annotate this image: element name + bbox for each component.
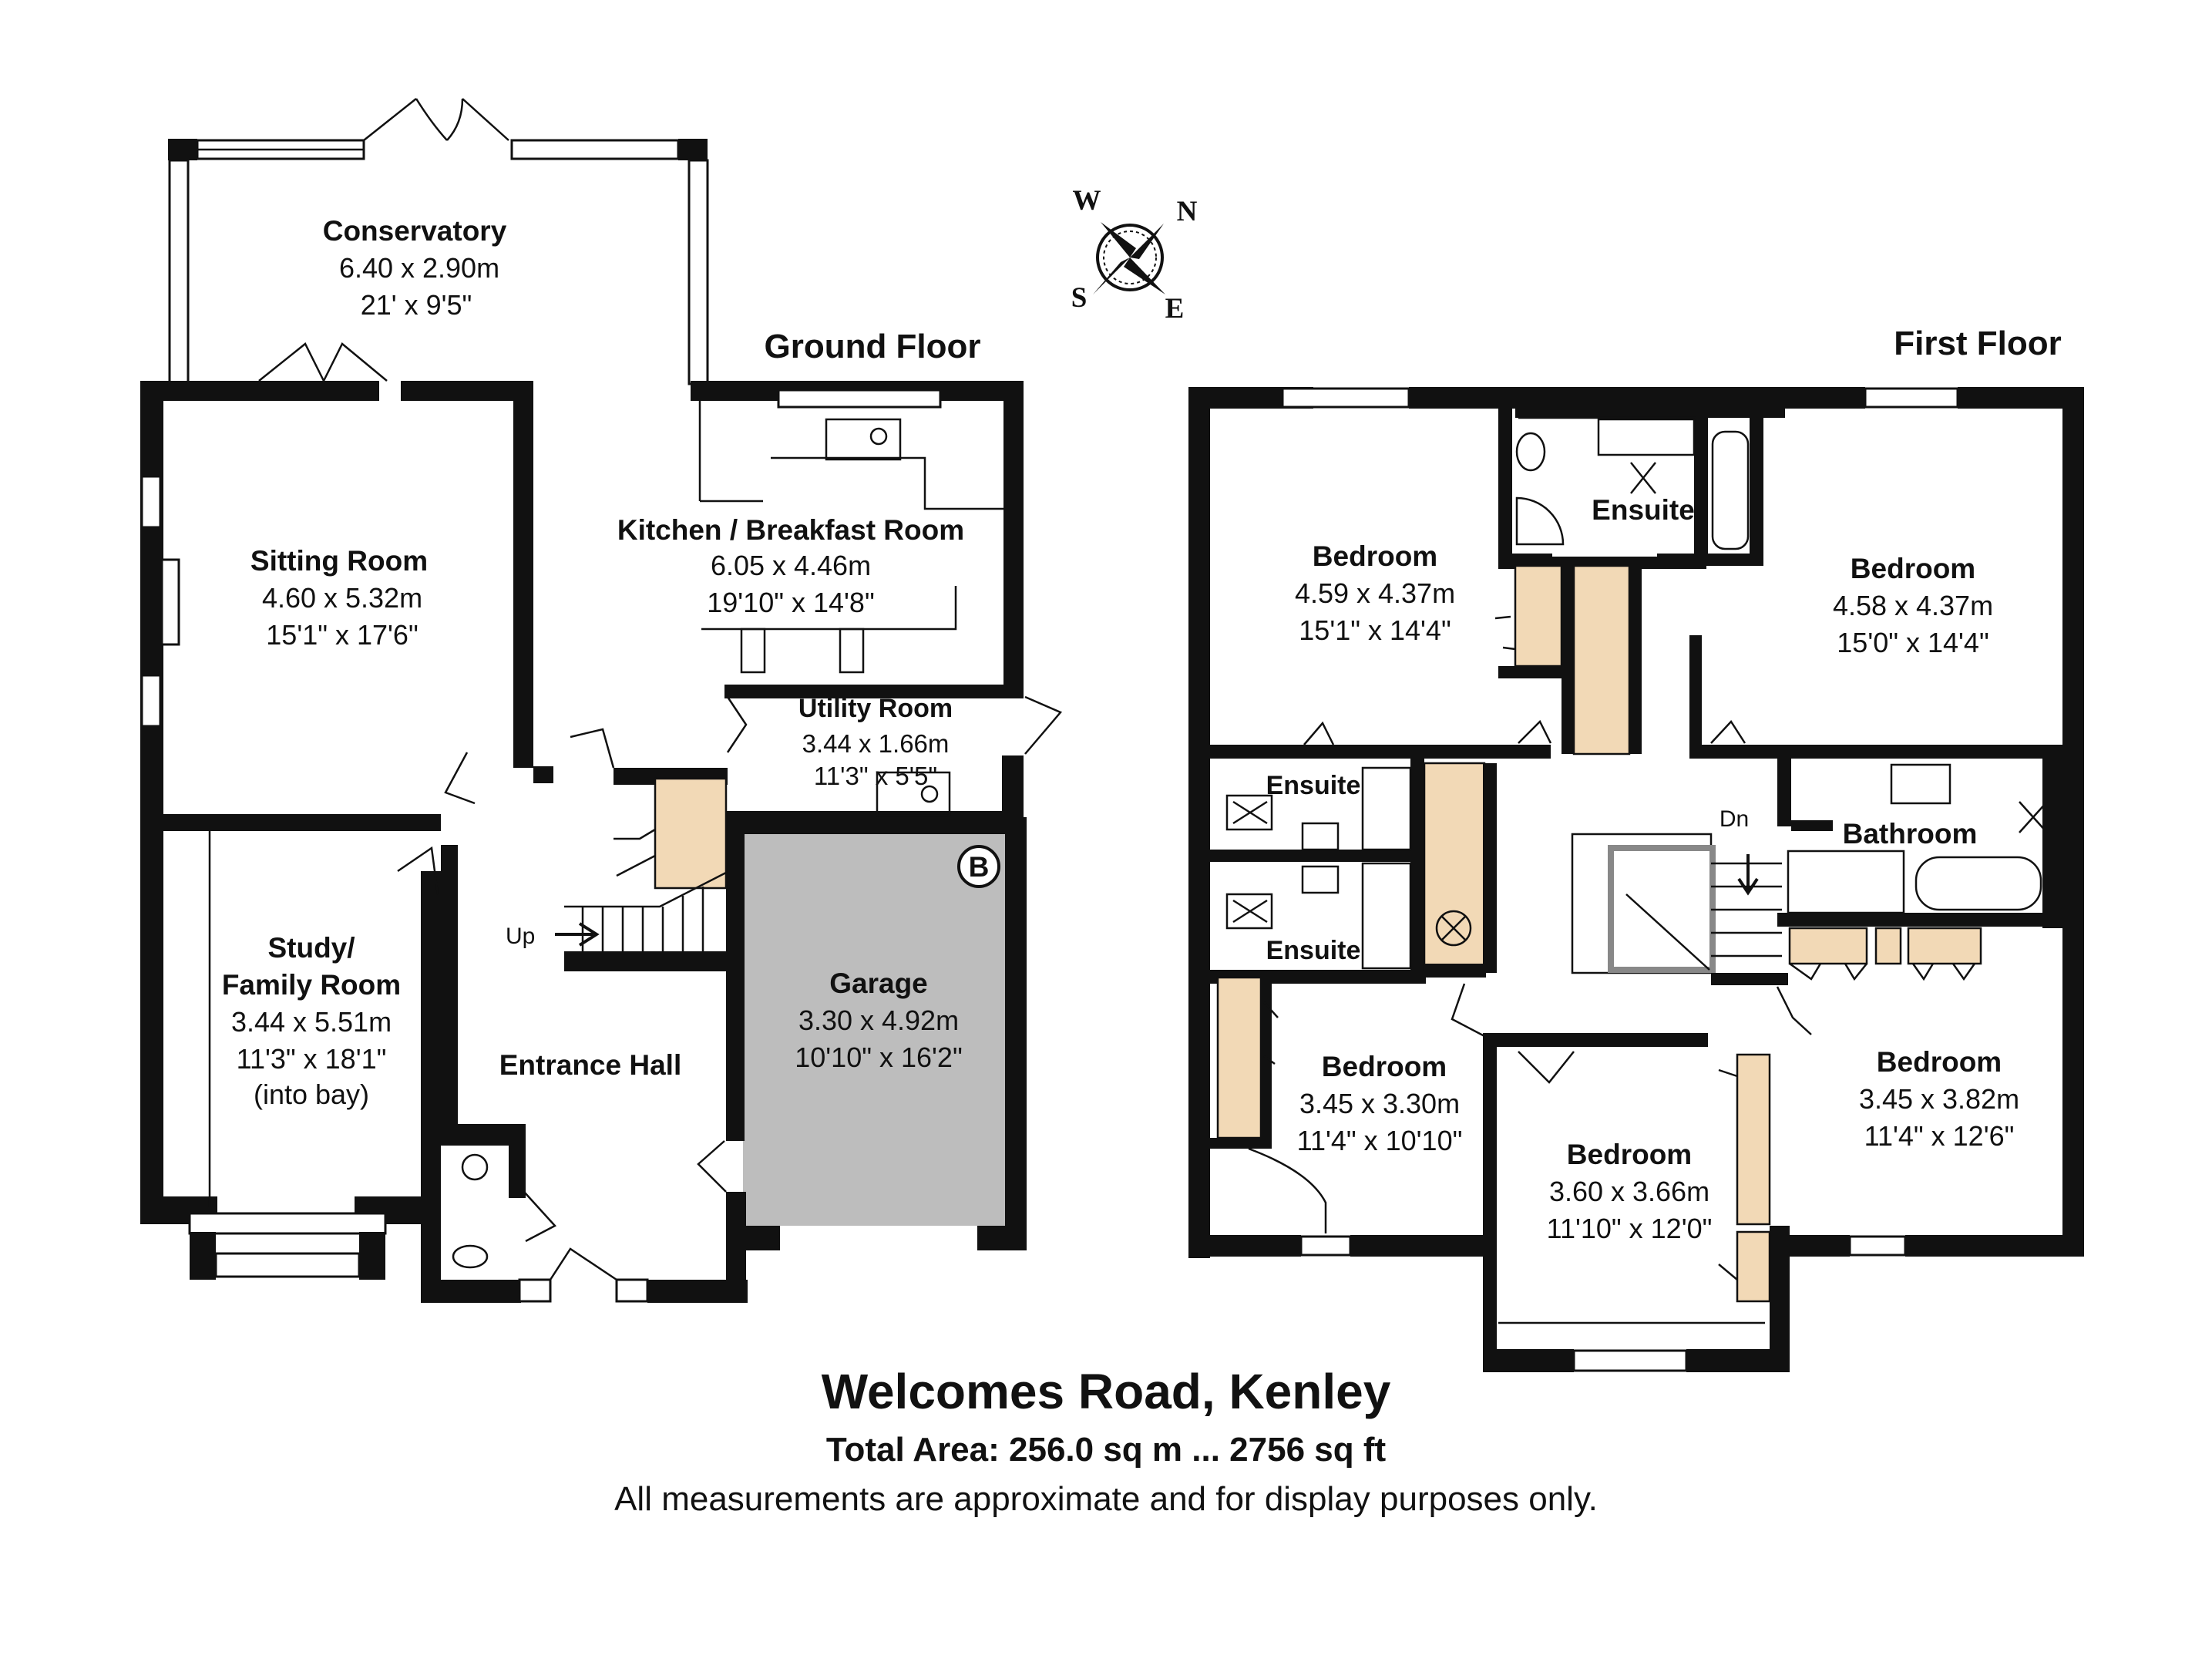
utility-room-name: Utility Room xyxy=(798,694,953,723)
bedroom-s-metric: 3.60 x 3.66m xyxy=(1549,1176,1709,1207)
bedroom-s-name: Bedroom xyxy=(1567,1139,1692,1170)
bedroom-nw-name: Bedroom xyxy=(1313,540,1437,572)
kitchen-metric: 6.05 x 4.46m xyxy=(711,550,871,581)
stairs-down-label: Dn xyxy=(1720,806,1749,832)
boiler-badge xyxy=(957,845,1000,888)
bedroom-nw-metric: 4.59 x 4.37m xyxy=(1295,577,1455,609)
bedroom-sw-metric: 3.45 x 3.30m xyxy=(1299,1088,1460,1119)
utility-room-metric: 3.44 x 1.66m xyxy=(802,729,950,758)
disclaimer-note: All measurements are approximate and for… xyxy=(614,1480,1598,1518)
garage-metric: 3.30 x 4.92m xyxy=(798,1004,959,1036)
utility-room-imperial: 11'3" x 5'5" xyxy=(814,762,937,790)
bedroom-se-name: Bedroom xyxy=(1877,1046,2002,1078)
conservatory-metric: 6.40 x 2.90m xyxy=(339,252,499,284)
stairs-up-label: Up xyxy=(506,924,535,949)
bedroom-s-imperial: 11'10" x 12'0" xyxy=(1547,1213,1713,1244)
sitting-room-metric: 4.60 x 5.32m xyxy=(262,582,422,614)
bedroom-ne-imperial: 15'0" x 14'4" xyxy=(1837,627,1988,658)
compass-rose-icon: W N S E xyxy=(1071,185,1198,325)
ensuite-low-name: Ensuite xyxy=(1266,936,1361,965)
svg-text:N: N xyxy=(1177,196,1198,227)
ensuite-mid-name: Ensuite xyxy=(1266,771,1361,800)
property-title: Welcomes Road, Kenley xyxy=(821,1364,1391,1419)
garage-floor xyxy=(743,834,1008,1226)
bedroom-ne-metric: 4.58 x 4.37m xyxy=(1833,590,1993,621)
up-arrow-icon xyxy=(555,922,600,947)
svg-text:W: W xyxy=(1073,185,1101,217)
bedroom-sw-name: Bedroom xyxy=(1322,1051,1447,1082)
garage-imperial: 10'10" x 16'2" xyxy=(795,1042,962,1073)
study-name-line1: Study/ xyxy=(267,932,355,964)
down-arrow-icon xyxy=(1737,854,1759,896)
garage-name: Garage xyxy=(829,967,928,999)
svg-text:B: B xyxy=(969,851,990,883)
study-metric: 3.44 x 5.51m xyxy=(231,1006,392,1038)
sitting-room-name: Sitting Room xyxy=(250,545,428,577)
bedroom-se-imperial: 11'4" x 12'6" xyxy=(1864,1120,2015,1152)
study-name-line2: Family Room xyxy=(222,969,401,1001)
conservatory-imperial: 21' x 9'5" xyxy=(361,289,472,321)
ground-floor-title: Ground Floor xyxy=(764,328,980,365)
first-floor-title: First Floor xyxy=(1894,325,2062,362)
ground-floor: B Up xyxy=(140,98,1063,1303)
study-imperial: 11'3" x 18'1" xyxy=(237,1043,387,1075)
kitchen-name: Kitchen / Breakfast Room xyxy=(617,514,964,546)
svg-text:S: S xyxy=(1071,282,1088,314)
bedroom-sw-imperial: 11'4" x 10'10" xyxy=(1297,1125,1463,1156)
bathroom-name: Bathroom xyxy=(1843,818,1978,850)
conservatory-name: Conservatory xyxy=(323,215,507,247)
svg-text:E: E xyxy=(1165,293,1185,325)
entrance-hall-name: Entrance Hall xyxy=(499,1049,681,1081)
bedroom-nw-imperial: 15'1" x 14'4" xyxy=(1299,614,1451,646)
kitchen-imperial: 19'10" x 14'8" xyxy=(707,587,874,618)
study-note: (into bay) xyxy=(254,1079,369,1110)
bedroom-se-metric: 3.45 x 3.82m xyxy=(1859,1083,2019,1115)
bedroom-ne-name: Bedroom xyxy=(1851,553,1975,584)
total-area: Total Area: 256.0 sq m ... 2756 sq ft xyxy=(825,1431,1387,1469)
sitting-room-imperial: 15'1" x 17'6" xyxy=(266,619,418,651)
ensuite-top-name: Ensuite xyxy=(1592,494,1695,526)
first-floor: Dn xyxy=(1188,387,2084,1372)
